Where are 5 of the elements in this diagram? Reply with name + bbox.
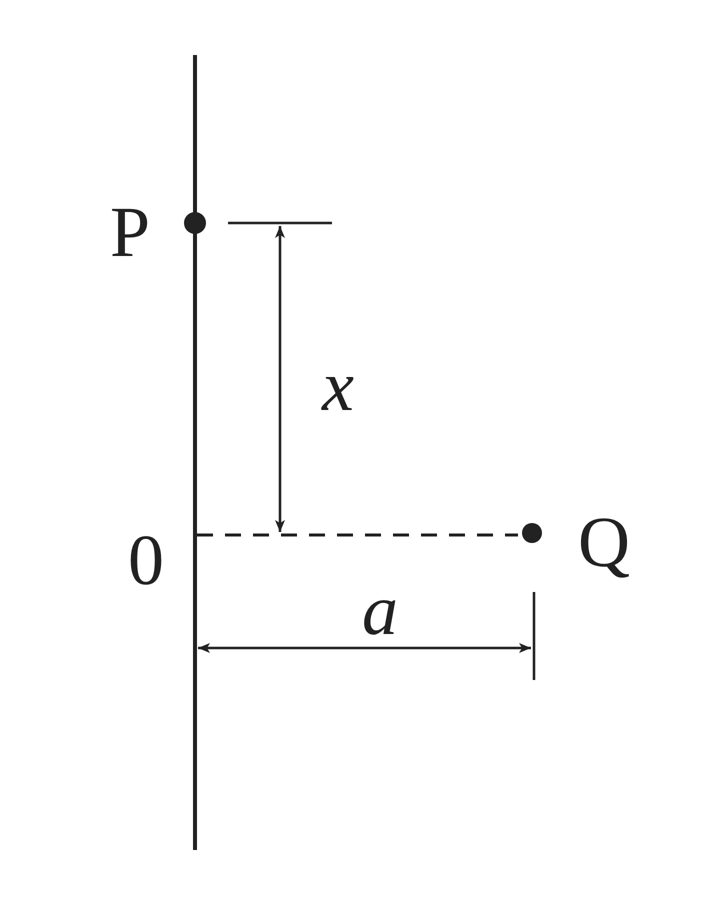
dimension-label: a (362, 574, 398, 646)
point-label: Q (578, 506, 630, 578)
point-label: P (110, 196, 150, 268)
dimension-label: x (322, 350, 354, 422)
origin-label: 0 (128, 524, 164, 596)
